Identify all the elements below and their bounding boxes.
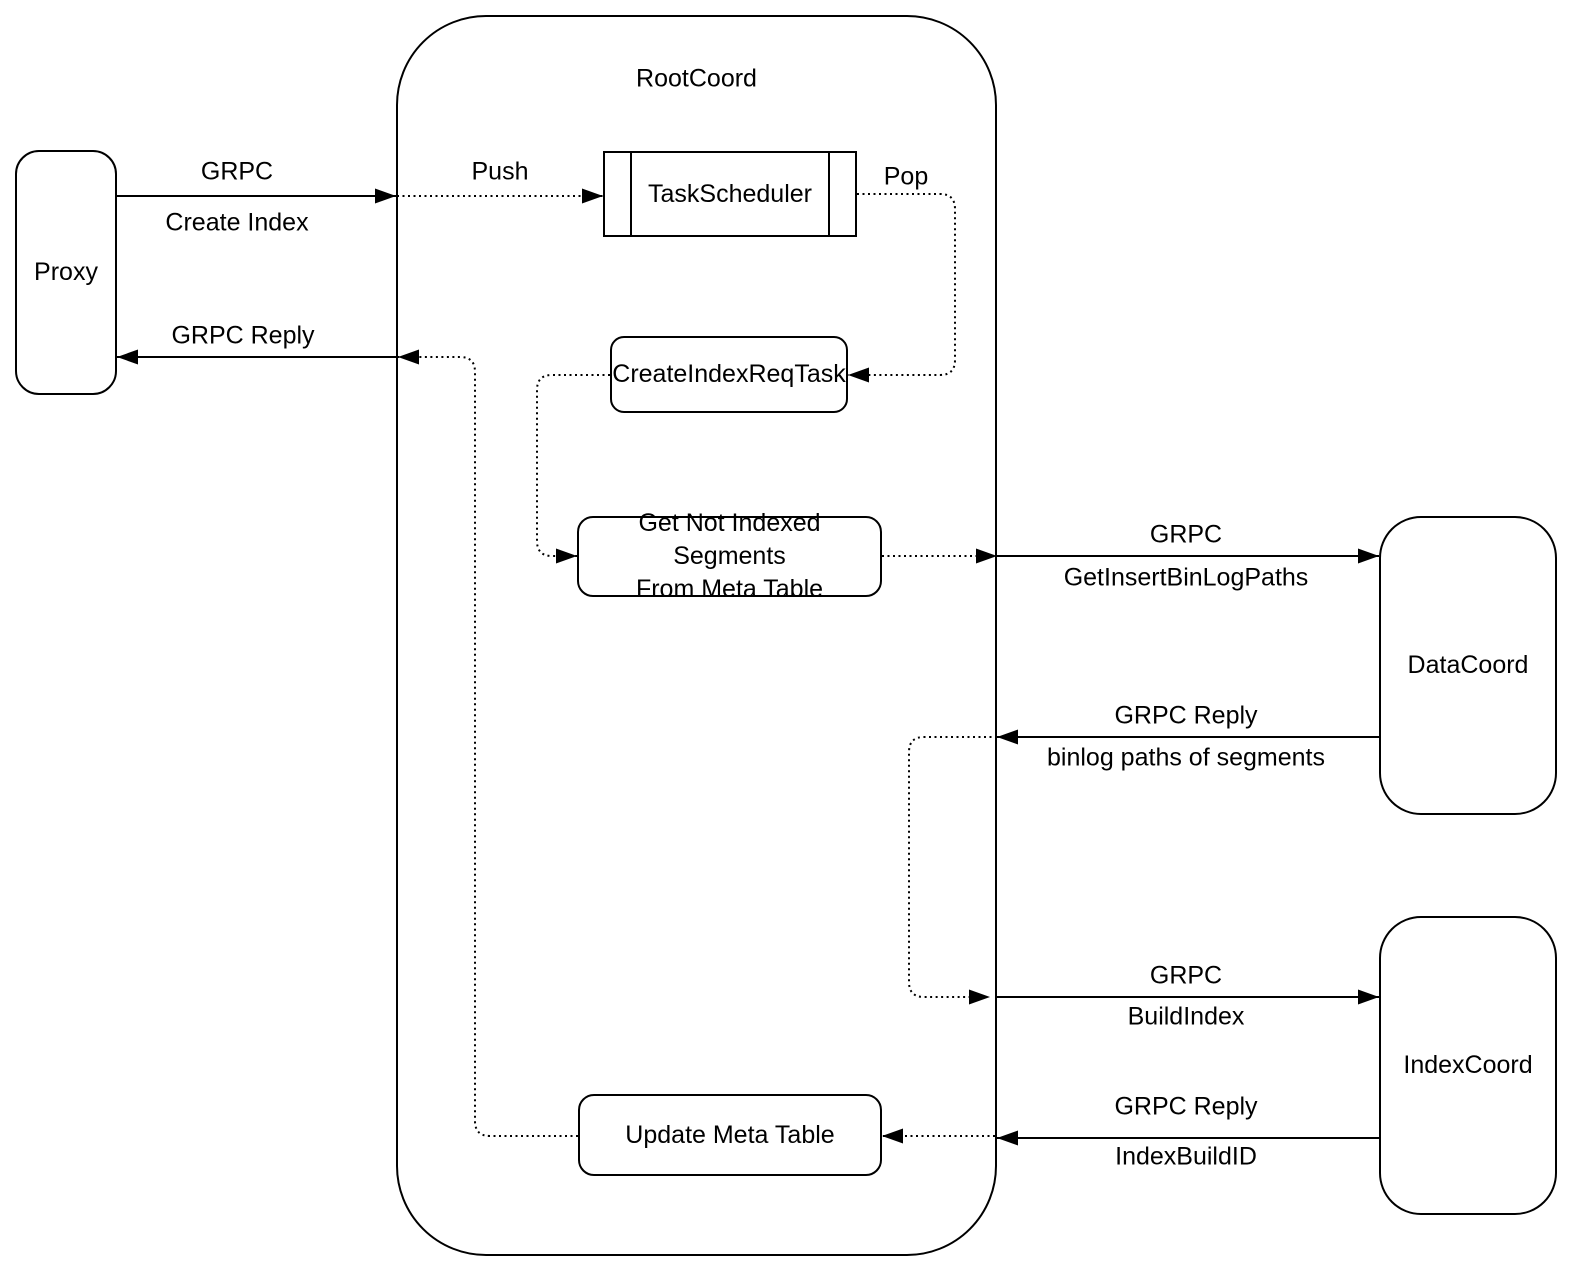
- label-grpc-create-index-method: Create Index: [165, 208, 309, 237]
- label-grpc-reply-proxy: GRPC Reply: [171, 321, 315, 350]
- label-grpc-reply-datacoord: GRPC Reply: [1114, 701, 1258, 730]
- node-update-meta-table: Update Meta Table: [578, 1094, 882, 1176]
- label-grpc-reply-indexcoord: GRPC Reply: [1114, 1092, 1258, 1121]
- node-taskscheduler: TaskScheduler: [603, 151, 857, 237]
- createindexreqtask-label: CreateIndexReqTask: [612, 360, 846, 388]
- label-grpc-getinsertbinlogpaths-method: GetInsertBinLogPaths: [1063, 563, 1309, 592]
- get-not-indexed-segments-line1: Get Not Indexed Segments: [638, 509, 821, 570]
- indexcoord-label: IndexCoord: [1403, 1051, 1533, 1079]
- taskscheduler-label: TaskScheduler: [648, 179, 812, 208]
- process-bar-right-icon: [828, 151, 830, 237]
- update-meta-table-label: Update Meta Table: [625, 1120, 835, 1149]
- label-grpc-getinsertbinlogpaths-protocol: GRPC: [1149, 520, 1223, 549]
- label-grpc-buildindex-method: BuildIndex: [1127, 1002, 1245, 1031]
- node-proxy: Proxy: [15, 150, 117, 395]
- node-createindexreqtask: CreateIndexReqTask: [610, 336, 848, 413]
- node-get-not-indexed-segments: Get Not Indexed Segments From Meta Table: [577, 509, 882, 603]
- label-indexbuildid: IndexBuildID: [1115, 1142, 1257, 1171]
- label-grpc-create-index-protocol: GRPC: [200, 157, 274, 186]
- edge-pop: [848, 193, 956, 383]
- label-grpc-buildindex-protocol: GRPC: [1149, 961, 1223, 990]
- proxy-label: Proxy: [34, 258, 98, 286]
- label-push: Push: [471, 157, 529, 186]
- node-indexcoord: IndexCoord: [1379, 916, 1557, 1215]
- label-binlog-paths-of-segments: binlog paths of segments: [1047, 743, 1325, 772]
- datacoord-label: DataCoord: [1407, 651, 1529, 679]
- edge-internal-reply-to-buildindex: [908, 736, 997, 1005]
- rootcoord-title: RootCoord: [636, 64, 757, 93]
- process-bar-left-icon: [630, 151, 632, 237]
- label-pop: Pop: [883, 162, 929, 191]
- get-not-indexed-segments-line2: From Meta Table: [635, 575, 824, 603]
- edge-updatemeta-to-reply: [398, 349, 578, 1137]
- node-datacoord: DataCoord: [1379, 516, 1557, 815]
